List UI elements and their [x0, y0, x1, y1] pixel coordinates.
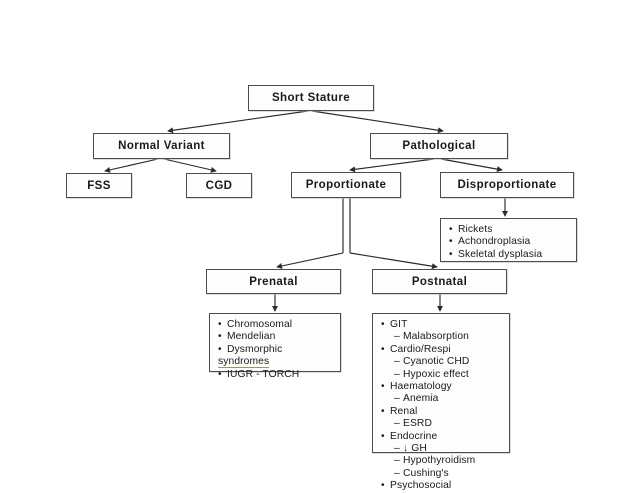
node-disproportionate-label: Disproportionate [457, 179, 557, 191]
detail-list-item: IUGR - TORCH [218, 369, 334, 381]
node-pathological[interactable]: Pathological [370, 133, 508, 159]
edge-pathological-to-proportionate [349, 158, 435, 173]
node-fss[interactable]: FSS [66, 173, 132, 198]
edge-normal-to-fss [104, 158, 159, 173]
node-proportionate[interactable]: Proportionate [291, 172, 401, 198]
node-postnatal-label: Postnatal [411, 275, 468, 288]
edge-short-to-pathological [311, 110, 444, 134]
detail-list-item: Cyanotic CHD [381, 356, 503, 368]
detail-box-postnatal-causes: GITMalabsorptionCardio/RespiCyanotic CHD… [372, 313, 510, 491]
detail-list-item: Chromosomal [218, 319, 334, 331]
detail-list-item: Cushing's [381, 468, 503, 480]
detail-list-item: Hypothyroidism [381, 455, 503, 467]
node-postnatal[interactable]: Postnatal [372, 269, 507, 294]
detail-list-item: Anemia [381, 393, 503, 405]
detail-list-item: syndromes [218, 356, 270, 369]
detail-list-item: Mendelian [218, 331, 334, 343]
node-fss-label: FSS [87, 179, 111, 192]
detail-list-item: ↓ GH [381, 443, 503, 455]
node-cgd[interactable]: CGD [186, 173, 252, 198]
edge-normal-to-cgd [163, 158, 217, 173]
node-prenatal-label: Prenatal [249, 275, 298, 288]
detail-list-item: Rickets [449, 224, 570, 236]
node-proportionate-label: Proportionate [305, 179, 387, 191]
node-prenatal[interactable]: Prenatal [206, 269, 341, 294]
node-normal-variant[interactable]: Normal Variant [93, 133, 230, 159]
node-short-stature[interactable]: Short Stature [248, 85, 374, 111]
detail-list-item: ESRD [381, 418, 503, 430]
node-cgd-label: CGD [205, 179, 233, 192]
detail-list-item: Cardio/Respi [381, 344, 503, 356]
detail-box-disproportionate-causes: RicketsAchondroplasiaSkeletal dysplasia [440, 218, 577, 262]
detail-list-item: GIT [381, 319, 503, 331]
detail-list-item: Renal [381, 406, 503, 418]
node-pathological-label: Pathological [402, 140, 476, 152]
detail-list-item: Dysmorphic [218, 344, 334, 356]
flowchart-canvas: Short Stature Normal Variant Pathologica… [0, 0, 638, 478]
node-normal-variant-label: Normal Variant [118, 140, 205, 152]
edge-short-to-normal [167, 110, 309, 134]
detail-box-prenatal-causes: ChromosomalMendelianDysmorphicsyndromesI… [209, 313, 341, 380]
detail-list-item: Skeletal dysplasia [449, 249, 570, 261]
edge-proportionate-to-prenatal [276, 252, 344, 269]
detail-list-item: Haematology [381, 381, 503, 393]
detail-list-item: Malabsorption [381, 331, 503, 343]
detail-list-item: Endocrine [381, 431, 503, 443]
detail-list-item: Achondroplasia [449, 236, 570, 248]
edge-pathological-to-disproportionate [440, 158, 503, 173]
detail-list-item: Psychosocial [381, 480, 503, 492]
detail-list-item: Hypoxic effect [381, 369, 503, 381]
node-disproportionate[interactable]: Disproportionate [440, 172, 574, 198]
edge-proportionate-to-postnatal [349, 252, 438, 270]
node-short-stature-label: Short Stature [271, 92, 351, 104]
